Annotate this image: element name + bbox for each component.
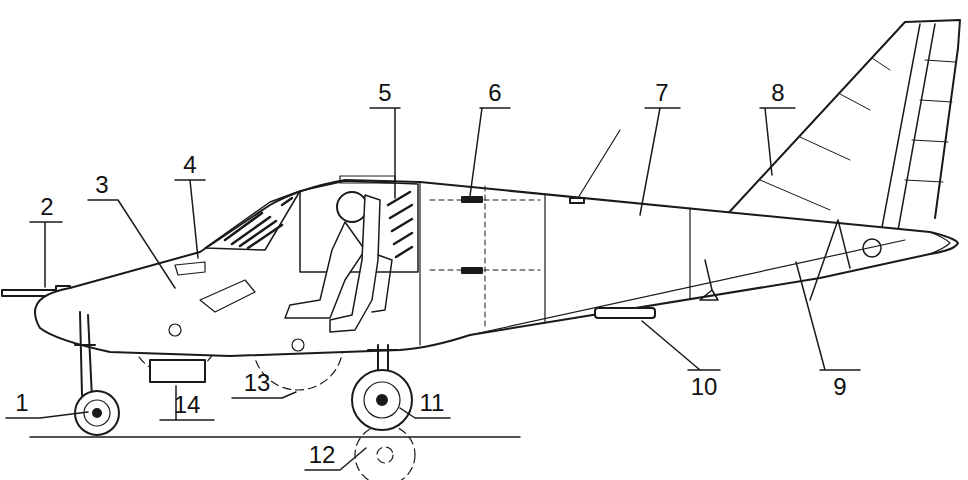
callout-number: 10 xyxy=(691,373,718,401)
fuselage xyxy=(35,180,958,356)
windshield xyxy=(205,191,300,250)
callout-number: 7 xyxy=(655,79,668,107)
callout-number: 8 xyxy=(771,79,784,107)
callout-number: 13 xyxy=(244,369,271,397)
callout-number: 12 xyxy=(309,441,336,469)
vertical-fin xyxy=(722,20,960,220)
callout-number: 5 xyxy=(378,79,391,107)
antenna xyxy=(570,198,584,203)
leader-lines xyxy=(6,108,860,470)
callout-number: 4 xyxy=(183,151,196,179)
callout-number: 6 xyxy=(488,79,501,107)
hatch-lock xyxy=(462,268,482,273)
nose-strut xyxy=(75,312,95,398)
panel-lines xyxy=(420,182,905,345)
gunsight xyxy=(175,262,205,275)
tail-cone xyxy=(930,232,950,254)
rudder-drive xyxy=(863,239,881,257)
instrument-panel xyxy=(200,280,255,312)
callout-number: 1 xyxy=(15,389,28,417)
pilot-body xyxy=(285,222,365,318)
seat-back xyxy=(372,255,392,312)
hatch-lock xyxy=(462,197,482,202)
ground-line xyxy=(30,436,520,438)
main-wheel xyxy=(352,370,412,430)
tail-bumper xyxy=(700,260,718,300)
callout-number: 14 xyxy=(174,391,201,419)
callout-number: 11 xyxy=(420,389,445,417)
hook-fairing xyxy=(595,308,655,318)
equipment-bay xyxy=(430,186,540,330)
pilot-head xyxy=(337,192,367,222)
rudder-hinge xyxy=(880,24,935,238)
callout-number: 9 xyxy=(833,373,846,401)
callout-number: 3 xyxy=(95,171,108,199)
canopy-rail xyxy=(340,176,395,183)
callout-number: 2 xyxy=(40,193,53,221)
antenna-wire xyxy=(578,130,620,198)
glass-hatching xyxy=(225,192,412,257)
nose-box xyxy=(150,360,205,382)
fin-ribs xyxy=(760,58,955,210)
